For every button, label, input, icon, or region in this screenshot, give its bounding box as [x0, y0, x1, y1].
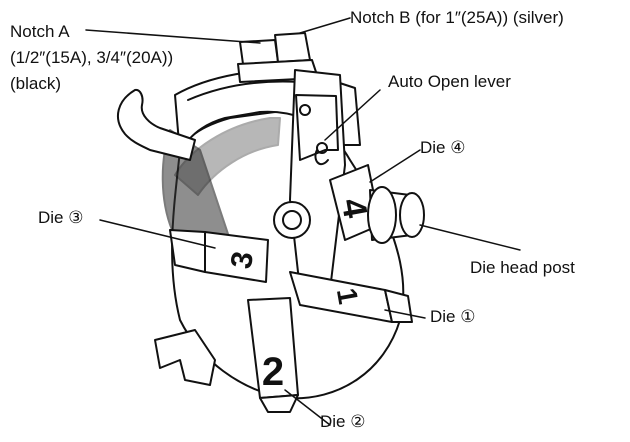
lever-spring [316, 142, 328, 154]
cam-sector [174, 117, 281, 196]
leader-notch-a [85, 29, 261, 44]
label-notch-a-sizes: (1/2″(15A), 3/4″(20A)) [10, 48, 174, 67]
leader-die-head-post [419, 224, 521, 251]
lever-pivot-outer [273, 201, 311, 239]
die-2-tip [259, 394, 299, 413]
post-end [399, 192, 425, 238]
label-notch-b: Notch B (for 1″(25A)) (silver) [350, 8, 564, 27]
label-die-2: Die ② [320, 412, 366, 431]
bracket [154, 329, 216, 386]
label-die-3: Die ③ [38, 208, 84, 227]
label-notch-a-title: Notch A [10, 22, 70, 41]
label-die-1: Die ① [430, 307, 476, 326]
lever-pin [299, 104, 311, 116]
die-3-tip [169, 229, 206, 273]
leader-notch-b [299, 17, 351, 34]
leader-die-3 [99, 219, 216, 249]
post-base [367, 186, 397, 244]
lever-pivot-inner [282, 210, 302, 230]
leader-auto-open [324, 89, 381, 141]
lever-spring-hook [314, 149, 329, 166]
label-die-4: Die ④ [420, 138, 466, 157]
label-auto-open-lever: Auto Open lever [388, 72, 511, 91]
die-3-number: 3 [225, 249, 260, 271]
label-die-head-post: Die head post [470, 258, 575, 277]
die-2-number: 2 [262, 350, 284, 394]
label-notch-a-color: (black) [10, 74, 62, 93]
notch-b-block [274, 32, 311, 63]
handle [116, 88, 196, 161]
die-1-number: 1 [331, 286, 364, 307]
leader-die-4 [369, 149, 421, 183]
rim-inner-edge [187, 80, 301, 101]
leader-die-1 [384, 309, 426, 319]
leader-die-2 [284, 389, 331, 426]
lever-plate [295, 94, 339, 161]
